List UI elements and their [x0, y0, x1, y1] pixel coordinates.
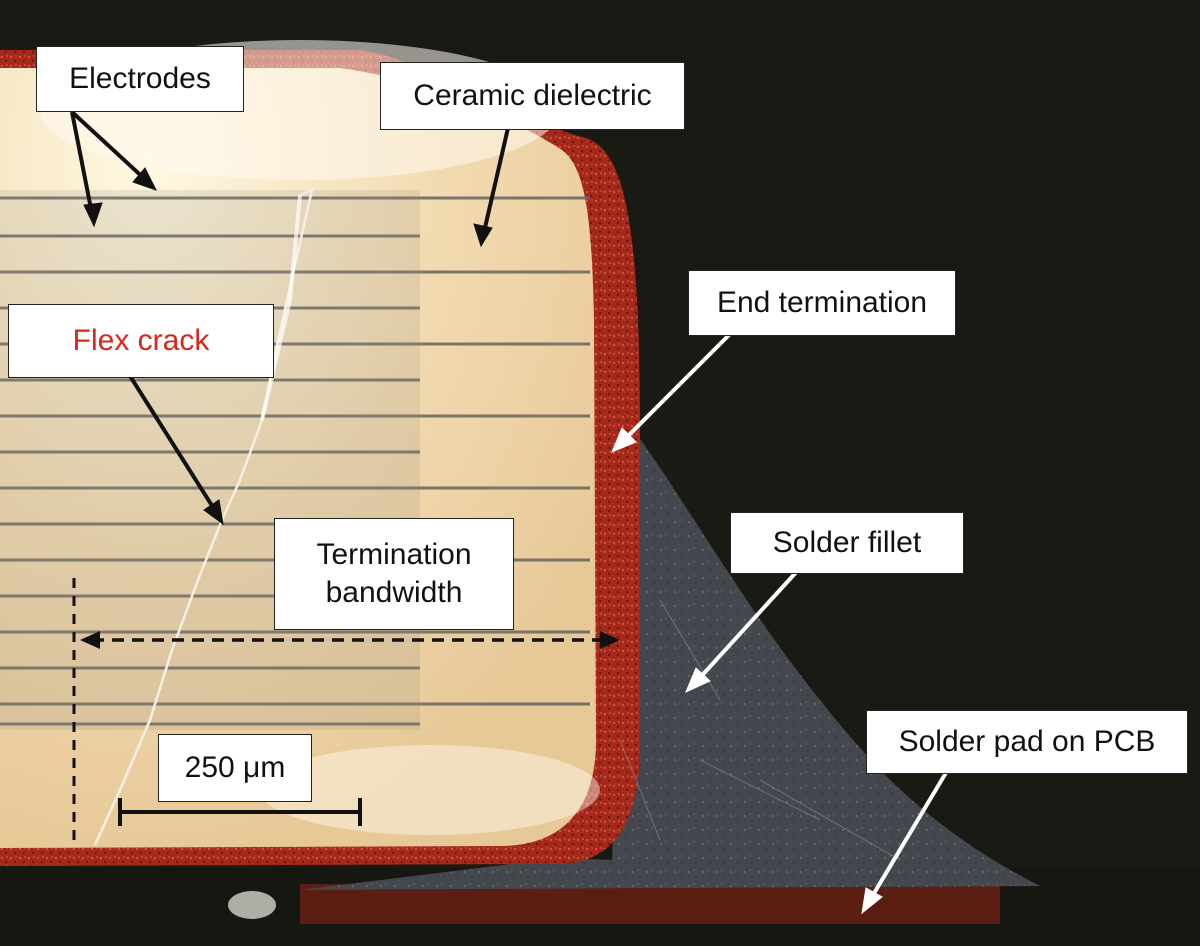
end-termination-label: End termination: [688, 270, 956, 336]
bandwidth-arrow-left: [80, 631, 100, 649]
solder-pad-label: Solder pad on PCB: [866, 710, 1188, 774]
solder-fillet-shape: [300, 425, 1040, 890]
white-pointer-arrows: [611, 332, 952, 915]
ceramic-dielectric-label: Ceramic dielectric: [380, 62, 685, 130]
pointer-arrows: [70, 110, 510, 526]
flex-crack-label: Flex crack: [8, 304, 274, 378]
bandwidth-arrow-right: [600, 631, 620, 649]
flex-crack-line: [93, 187, 314, 846]
electrodes-label: Electrodes: [36, 46, 244, 112]
termination-bandwidth-label: Termination bandwidth: [274, 518, 514, 630]
scale-bar-label: 250 μm: [158, 734, 312, 802]
solder-scratches: [619, 599, 901, 861]
ceramic-body: [0, 68, 596, 848]
scale-bar-line: [118, 798, 362, 826]
solder-ball: [228, 891, 276, 919]
termination-bandwidth-line-1: Termination: [316, 538, 472, 571]
termination-bandwidth-line-2: bandwidth: [325, 576, 463, 609]
solder-fillet-label: Solder fillet: [730, 512, 964, 574]
solder-pad-layer: [300, 884, 1000, 924]
